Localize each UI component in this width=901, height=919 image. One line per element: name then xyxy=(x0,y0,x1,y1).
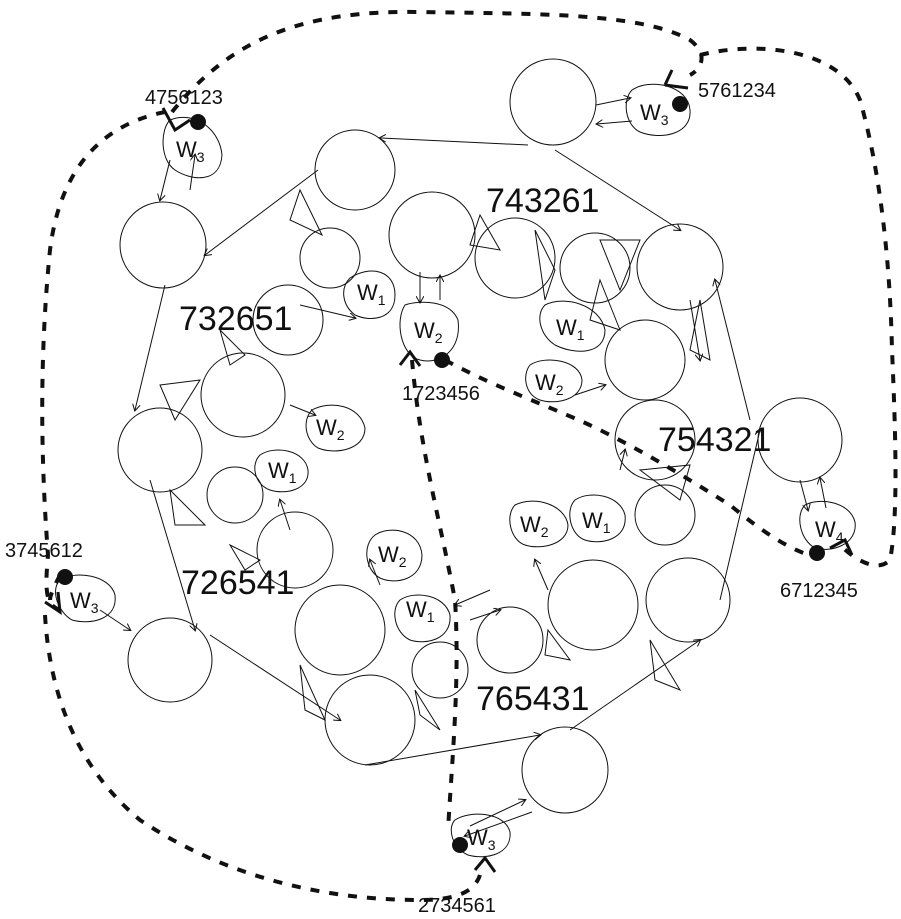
loop-circle xyxy=(411,641,469,699)
loop-circle xyxy=(127,617,213,703)
loop-circle xyxy=(634,484,696,546)
loop-circle xyxy=(252,284,324,356)
w-label: W2 xyxy=(316,415,345,443)
label-4756123: 4756123 xyxy=(145,87,223,109)
w-label: W1 xyxy=(556,315,585,343)
w-label: W3 xyxy=(176,137,205,165)
label-765431: 765431 xyxy=(476,680,589,718)
loop-circle xyxy=(614,399,696,481)
dashed-connectors xyxy=(410,358,811,831)
loop-circle xyxy=(645,557,731,643)
loop-circle xyxy=(547,559,639,651)
w-label: W2 xyxy=(520,512,549,540)
graph-edges xyxy=(99,98,827,836)
label-732651: 732651 xyxy=(179,300,292,338)
loop-circle xyxy=(521,726,609,814)
w-label: W3 xyxy=(640,100,669,128)
w-label: W2 xyxy=(378,542,407,570)
label-5761234: 5761234 xyxy=(698,80,776,102)
label-1723456: 1723456 xyxy=(402,383,480,405)
w-label: W2 xyxy=(535,370,564,398)
label-726541: 726541 xyxy=(181,564,294,602)
loop-circle xyxy=(757,397,843,483)
label-743261: 743261 xyxy=(486,182,599,220)
w-label: W2 xyxy=(414,318,443,346)
loop-circle xyxy=(117,407,203,493)
w-label: W1 xyxy=(357,280,386,308)
loop-circle xyxy=(636,223,724,311)
loop-circle xyxy=(200,352,286,438)
loop-circle xyxy=(299,227,361,289)
w-label: W4 xyxy=(815,517,844,545)
w-label: W1 xyxy=(582,508,611,536)
state-loops xyxy=(117,58,843,814)
loop-circle xyxy=(388,191,476,279)
loop-circle xyxy=(294,584,386,676)
w-label: W1 xyxy=(268,458,297,486)
loop-circle xyxy=(119,201,207,289)
loop-circle xyxy=(604,319,686,401)
label-2734561: 2734561 xyxy=(418,895,496,917)
label-6712345: 6712345 xyxy=(780,580,858,602)
loop-circle xyxy=(509,58,597,146)
loop-circle xyxy=(476,606,544,674)
loop-circle xyxy=(256,511,334,589)
loop-circle xyxy=(314,129,396,211)
v-marks xyxy=(44,69,854,873)
w-labels: W3 W3 W2 W1 W1 W2 W2 W1 W2 W1 W2 W1 W4 W… xyxy=(70,100,844,853)
loop-circle xyxy=(206,466,264,524)
loop-circle xyxy=(324,674,416,766)
start-dots xyxy=(57,96,825,853)
loop-circle xyxy=(559,232,631,304)
w-label: W3 xyxy=(70,588,99,616)
label-754321: 754321 xyxy=(658,421,771,459)
label-3745612: 3745612 xyxy=(5,540,83,562)
w-label: W1 xyxy=(406,597,435,625)
loop-circle xyxy=(474,217,556,299)
w-label: W3 xyxy=(467,825,496,853)
